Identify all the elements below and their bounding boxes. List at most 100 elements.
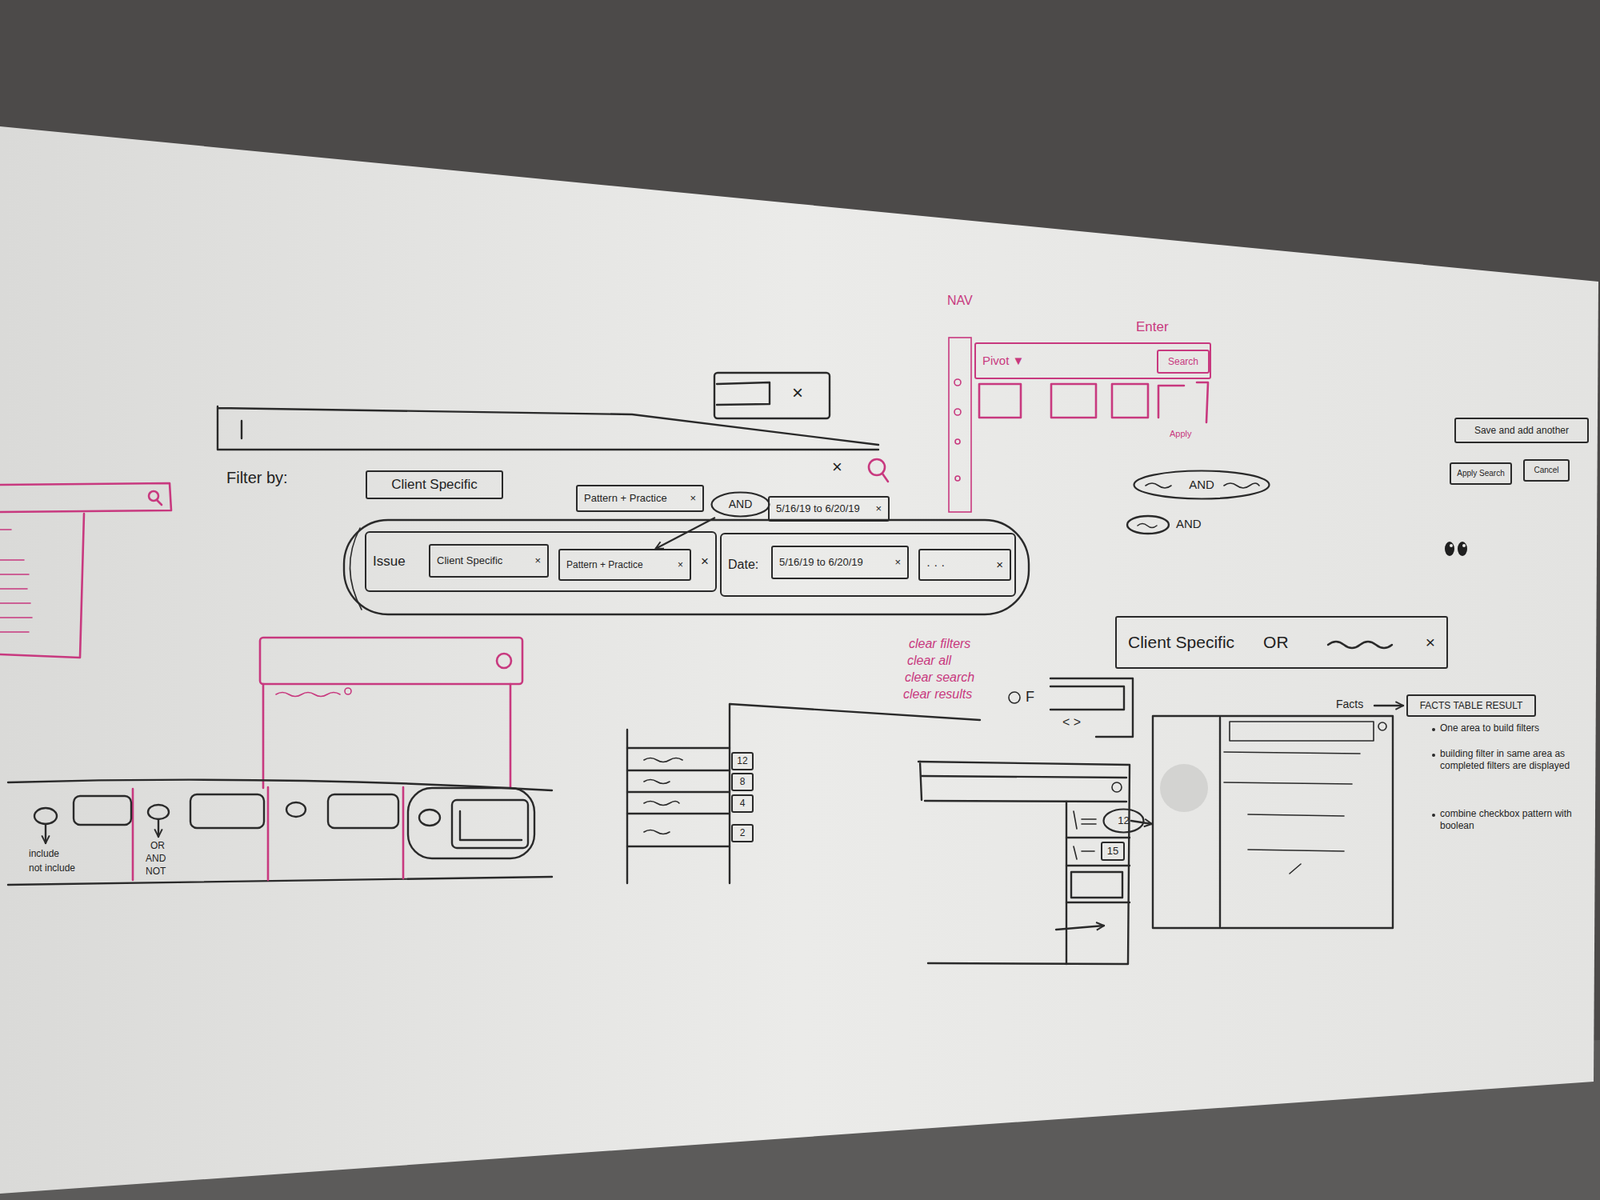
bullet-note: combine checkbox pattern with boolean: [1440, 808, 1592, 832]
sketch-note: NAV: [947, 292, 973, 309]
list-lines: [0, 529, 32, 632]
count-badge: 12: [1102, 808, 1145, 834]
node-text: 4: [740, 797, 746, 809]
magnifier-icon: [1112, 782, 1122, 792]
pin-icon: [419, 809, 440, 826]
count-cell: 12: [731, 752, 754, 771]
box-sketch: [1050, 686, 1124, 710]
container-stroke: [349, 528, 362, 610]
content-line: [1224, 752, 1360, 874]
node-text: ×: [677, 559, 684, 571]
input-sketch: [190, 794, 264, 828]
search-bar: SearchPivot ▼: [974, 342, 1212, 380]
list-frame: [627, 704, 980, 884]
annotation: Facts: [1336, 697, 1364, 712]
icon-label: < >: [1062, 714, 1081, 731]
search-bar-sketch: [921, 776, 1127, 802]
node-text: · · ·: [926, 557, 945, 572]
filter-input: Client SpecificOR×: [1115, 616, 1448, 669]
connector-layer: [655, 517, 716, 549]
guide-line: [263, 684, 511, 788]
tab-sketch: [1051, 384, 1096, 418]
dialog-sketch: [714, 372, 830, 419]
boolean-oval: [1127, 516, 1169, 534]
whiteboard: [0, 126, 1599, 1194]
node-text: Client Specific: [391, 476, 478, 493]
bullet: [1432, 728, 1436, 732]
magnifier-handle: [156, 500, 162, 505]
arrow-sketch: [1131, 820, 1152, 824]
filter-label: Filter by:: [226, 468, 288, 488]
scribble: [1328, 641, 1392, 648]
box-sketch: [1050, 678, 1133, 737]
filter-chip: Pattern + Practice×: [558, 548, 692, 581]
count-badge: 15: [1100, 841, 1125, 861]
pin-icon: [148, 804, 169, 820]
text-cursor: [240, 420, 243, 439]
boolean-oval: AND: [710, 491, 771, 518]
option-label: not include: [28, 862, 76, 875]
pin-arrow: [44, 824, 47, 844]
filter-container: [344, 520, 1029, 615]
button: Cancel: [1523, 459, 1570, 482]
panel-outline: [0, 513, 84, 658]
search-bar-sketch: [217, 406, 879, 450]
scribble: [344, 688, 352, 695]
arrow-sketch: [1374, 704, 1404, 707]
node-text: 12: [1117, 814, 1129, 828]
node-text: 8: [740, 776, 746, 788]
search-box-sketch: [260, 637, 523, 684]
node-text: 15: [1107, 844, 1119, 858]
button: Apply Search: [1449, 462, 1512, 485]
count-cell: 4: [731, 794, 754, 813]
sketch-note: clear search: [904, 669, 975, 686]
node-text: ×: [894, 556, 901, 569]
node-text: Pattern + Practice: [584, 492, 668, 505]
option-label: OR: [150, 840, 165, 852]
filter-chip: Client Specific×: [428, 544, 549, 578]
bullet: [1432, 813, 1436, 817]
sketch-note: clear results: [903, 686, 972, 703]
scribble: [1073, 811, 1096, 860]
filter-chip: Pattern + Practice ×: [576, 484, 704, 512]
node-text: ×: [1425, 632, 1436, 652]
node-text: AND: [728, 497, 753, 512]
node-text: ×: [534, 554, 541, 568]
clear-icon: ×: [832, 456, 843, 479]
node-text: ×: [700, 553, 709, 570]
filter-chip: · · · ×: [918, 548, 1012, 581]
node-text: Apply Search: [1456, 468, 1504, 479]
smudge: [1160, 764, 1208, 812]
segment-divider: [132, 787, 404, 880]
pin-arrow: [157, 819, 160, 837]
node-text: ×: [996, 557, 1004, 572]
boolean-label: AND: [1176, 516, 1202, 532]
search-bar-sketch: [0, 483, 172, 512]
boolean-oval: AND: [1132, 469, 1271, 500]
node-text: Pivot ▼: [982, 353, 1024, 368]
panel-outline: [1152, 716, 1393, 928]
button: Save and add another: [1454, 417, 1589, 444]
option-label: AND: [145, 852, 166, 865]
node-text: ×: [689, 492, 696, 505]
node-text: Cancel: [1533, 465, 1559, 476]
node-text: Save and add another: [1474, 424, 1569, 436]
box-sketch: [1071, 872, 1123, 898]
search-bar-sketch: [1229, 721, 1374, 741]
filter-group: Client Specific×Pattern + Practice×Issue…: [364, 531, 717, 592]
tab-sketch: [1158, 382, 1208, 423]
list-row: [627, 748, 730, 847]
input-sketch: [73, 796, 132, 825]
segment-highlight: [408, 788, 535, 859]
count-cell: 8: [731, 772, 754, 792]
sketch-note: Enter: [1136, 318, 1169, 336]
node-text: 12: [736, 755, 748, 767]
magnifier-icon: [496, 653, 512, 668]
scribble: [1137, 524, 1157, 528]
column-divider: [1065, 801, 1068, 964]
node-text: 5/16/19 to 6/20/19: [776, 502, 860, 516]
nav-icon: [955, 439, 960, 444]
